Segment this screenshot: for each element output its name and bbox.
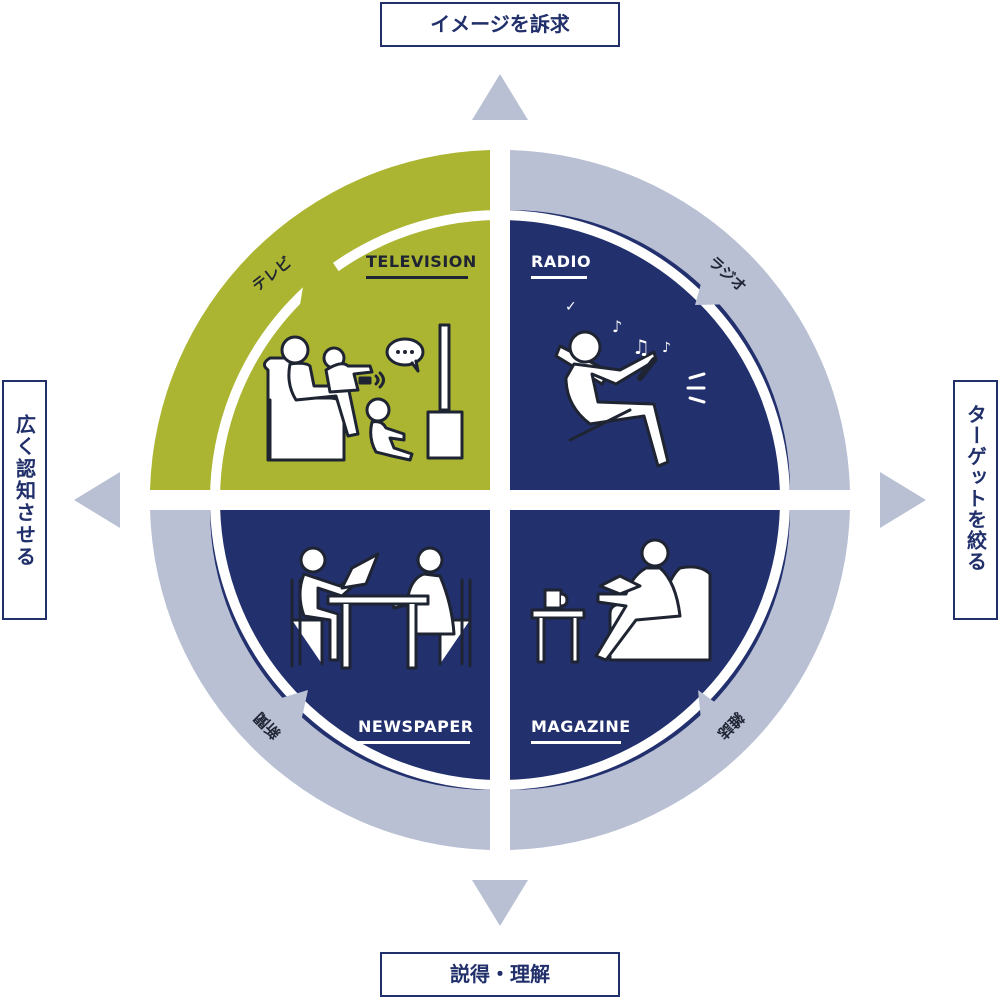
radio-title: RADIO (531, 252, 591, 279)
bottom-axis-label: 説得・理解 (450, 962, 550, 986)
magazine-ring-segment (510, 510, 850, 850)
svg-text:✓: ✓ (565, 299, 577, 315)
top-axis-label: イメージを訴求 (430, 12, 571, 36)
bottom-axis-box: 説得・理解 (380, 952, 620, 997)
newspaper-ring-arrow-icon (258, 690, 308, 740)
right-arrow-icon (880, 472, 926, 528)
magazine-ring-arrow-icon (698, 690, 742, 740)
radio-ring-segment (510, 150, 850, 490)
newspaper-label: NEWSPAPER (358, 717, 474, 736)
left-axis-label: 広く認知させる (13, 413, 37, 568)
svg-text:♪: ♪ (612, 317, 622, 336)
svg-text:♫: ♫ (632, 335, 650, 359)
left-axis-box: 広く認知させる (2, 380, 47, 620)
television-label: TELEVISION (366, 252, 477, 271)
person-reading-magazine-illustration (530, 538, 712, 664)
family-watching-tv-illustration (263, 323, 464, 462)
left-arrow-icon (74, 472, 120, 528)
magazine-label: MAGAZINE (531, 717, 631, 736)
radio-label: RADIO (531, 252, 591, 271)
television-title: TELEVISION (366, 252, 477, 279)
newspaper-title: NEWSPAPER (358, 717, 474, 744)
newspaper-ring-segment (150, 510, 490, 850)
svg-text:♪: ♪ (662, 340, 671, 356)
couple-reading-newspaper-illustration (290, 546, 472, 670)
down-arrow-icon (472, 880, 528, 926)
right-axis-box: ターゲットを絞る (953, 380, 998, 620)
radio-quadrant (510, 210, 790, 490)
right-axis-label: ターゲットを絞る (964, 404, 988, 572)
television-ring-arrow-icon (300, 232, 342, 305)
magazine-title: MAGAZINE (531, 717, 631, 744)
television-ring-segment (150, 150, 490, 490)
driver-listening-radio-illustration: ♪ ♫ ♪ ✓ (554, 299, 706, 468)
radio-ring-arrow-icon (695, 266, 740, 305)
up-arrow-icon (472, 74, 528, 120)
top-axis-box: イメージを訴求 (380, 2, 620, 47)
